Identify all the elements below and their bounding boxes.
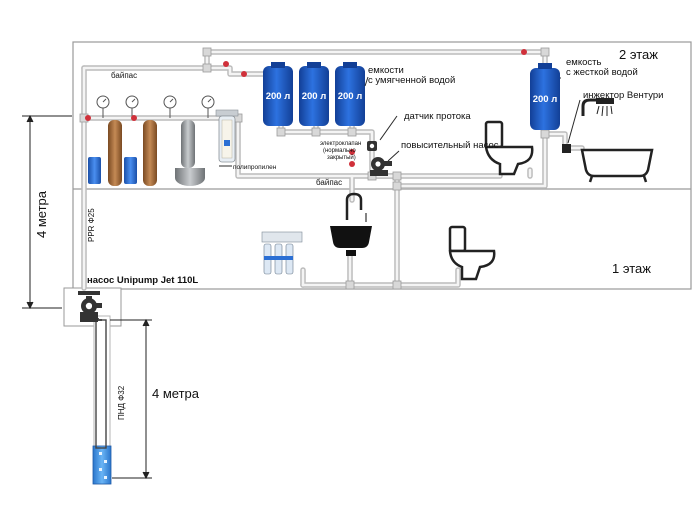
soft-water-tanks: 200 л 200 л 200 л: [263, 62, 365, 126]
pnd-pipe-label: ПНД Ф32: [117, 385, 126, 420]
tank-3: 200 л: [335, 62, 365, 126]
well-water: [92, 445, 112, 485]
hard-tank-label-line1: емкость: [566, 57, 601, 68]
tank-4-label: 200 л: [533, 94, 558, 105]
venturi-injector-icon: [562, 144, 571, 153]
salt-tank-1: [88, 157, 101, 184]
house-height-label: 4 метра: [34, 190, 49, 238]
hard-water-tank: 200 л: [530, 63, 560, 130]
bypass-bottom-label: байпас: [316, 178, 342, 187]
valve-icon: [131, 115, 137, 121]
soft-tanks-label-line1: емкости: [368, 65, 404, 76]
valve-icon: [349, 149, 355, 155]
flow-sensor-icon: [367, 141, 377, 151]
booster-pump-icon: [370, 157, 392, 176]
pressure-gauge-icon: [96, 95, 215, 118]
floor-label-upper: 2 этаж: [619, 47, 658, 62]
toilet-lower-icon: [448, 225, 496, 281]
salt-tank-2: [124, 157, 137, 184]
tank-1: 200 л: [263, 62, 293, 126]
cartridge-filter: [215, 109, 239, 163]
filter-tank-3: [181, 120, 195, 168]
booster-pump-label: повысительный насос: [401, 140, 499, 151]
flow-sensor-label: датчик протока: [404, 111, 471, 122]
well-depth-label: 4 метра: [152, 386, 200, 401]
valve-label-line3: закрытый): [327, 154, 356, 161]
floor-label-lower: 1 этаж: [612, 261, 651, 276]
polypropylene-label: полипропилен: [233, 164, 277, 171]
sink-icon: [330, 192, 372, 256]
filter-group: [88, 95, 239, 186]
valve-icon: [223, 61, 229, 67]
valve-icon: [349, 161, 355, 167]
reverse-osmosis-icon: [261, 231, 303, 275]
tank-2: 200 л: [299, 62, 329, 126]
filter-tank-2: [143, 120, 157, 186]
toilet-upper-icon: [484, 120, 534, 176]
dimension-house-height: [22, 114, 72, 310]
dimension-well-depth: [110, 318, 152, 480]
bathtub-icon: [580, 98, 654, 183]
venturi-label: инжектор Вентури: [583, 90, 663, 101]
bypass-top-label: байпас: [111, 71, 137, 80]
valve-icons: [85, 49, 527, 167]
suction-hose: [95, 319, 107, 449]
valve-icon: [521, 49, 527, 55]
valve-icon: [85, 115, 91, 121]
soft-tanks-label-line2: с умягченной водой: [368, 75, 455, 86]
valve-label-line2: (нормально: [323, 148, 356, 154]
labels: 2 этаж 1 этаж байпас байпас полипропилен…: [34, 47, 663, 420]
pump-icon: [78, 291, 102, 322]
ppr-pipe-label: PPR Ф25: [87, 208, 96, 242]
leader-lines: [219, 76, 581, 167]
tank-3-label: 200 л: [338, 91, 363, 102]
tank-1-label: 200 л: [266, 91, 291, 102]
well: [92, 315, 112, 485]
tank-2-label: 200 л: [302, 91, 327, 102]
hard-tank-label-line2: с жесткой водой: [566, 67, 638, 78]
pump-label: насос Unipump Jet 110L: [87, 275, 198, 286]
valve-label-line1: электроклапан: [320, 141, 361, 147]
pipe-network: [79, 47, 585, 291]
valve-icon: [241, 71, 247, 77]
filter-tank-1: [108, 120, 122, 186]
